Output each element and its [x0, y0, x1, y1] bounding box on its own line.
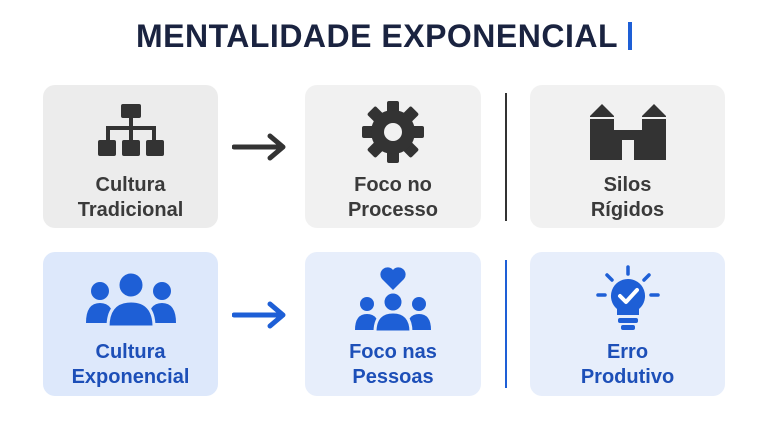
card-label: Foco no Processo	[347, 174, 439, 221]
people-heart-icon	[353, 266, 433, 332]
gear-icon	[360, 99, 426, 165]
divider-line	[505, 93, 507, 221]
card-rigid-silos: Silos Rígidos	[530, 85, 725, 228]
card-productive-error: Erro Produtivo	[530, 252, 725, 396]
card-label: Cultura Tradicional	[77, 174, 184, 221]
card-exponential-culture: Cultura Exponencial	[43, 252, 218, 396]
card-label: Cultura Exponencial	[71, 341, 190, 388]
team-icon	[85, 266, 176, 332]
card-label: Foco nas Pessoas	[349, 341, 437, 388]
card-label: Erro Produtivo	[580, 341, 675, 388]
page-title: MENTALIDADE EXPONENCIAL	[0, 18, 768, 55]
lightbulb-check-icon	[593, 265, 663, 332]
org-chart-icon	[96, 99, 166, 165]
divider-line	[505, 260, 507, 388]
card-process-focus: Foco no Processo	[305, 85, 481, 228]
title-text: MENTALIDADE EXPONENCIAL	[135, 18, 619, 54]
card-people-focus: Foco nas Pessoas	[305, 252, 481, 396]
card-label: Silos Rígidos	[590, 174, 665, 221]
arrow-right-icon	[232, 301, 286, 329]
card-traditional-culture: Cultura Tradicional	[43, 85, 218, 228]
arrow-right-icon	[232, 133, 286, 161]
silos-icon	[588, 99, 668, 165]
title-accent-bar	[628, 22, 633, 50]
